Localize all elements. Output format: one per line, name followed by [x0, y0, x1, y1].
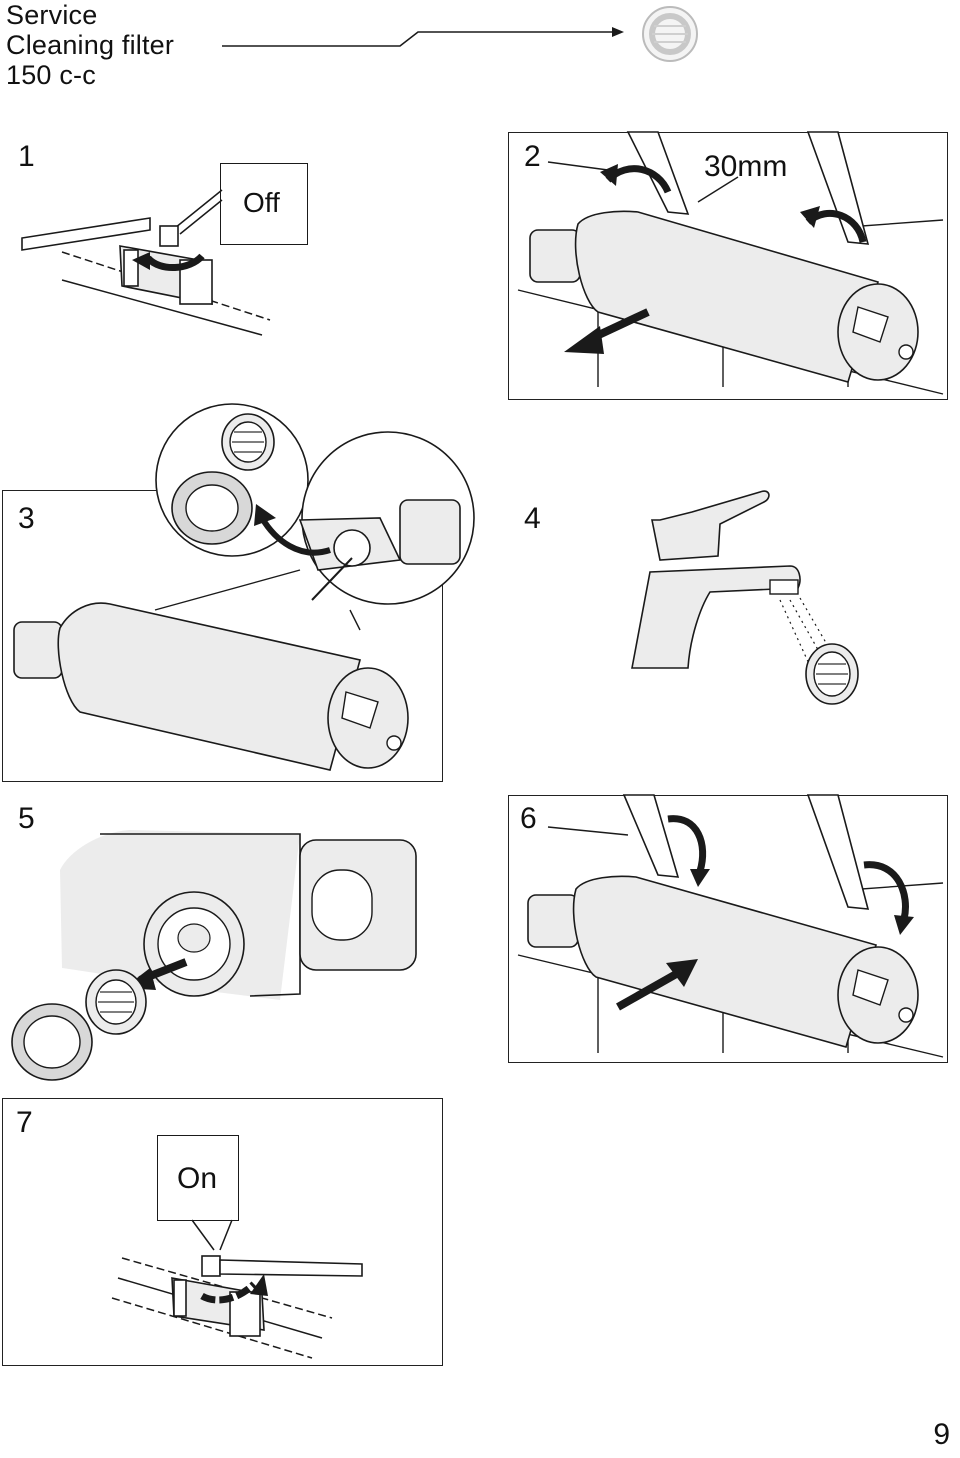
step-6-number: 6 [520, 802, 537, 835]
valve-icon [21, 189, 271, 336]
title-service: Service [6, 0, 98, 30]
step-4-number: 4 [524, 502, 541, 535]
step-7-number: 7 [16, 1106, 33, 1139]
step-3-illustration [13, 403, 475, 771]
faucet-icon [631, 490, 859, 705]
header-leader-line [222, 27, 624, 47]
step-2-frame [508, 132, 948, 400]
step-7-frame [2, 1098, 443, 1366]
title-cleaning-filter: Cleaning filter [6, 30, 175, 60]
step-7-callout-text: On [177, 1162, 218, 1195]
step-7-valve [111, 1219, 363, 1359]
step-6-illustration [517, 794, 944, 1058]
step-1-callout-text: Off [243, 187, 280, 218]
step-1-callout [220, 163, 308, 245]
title-size: 150 c-c [6, 60, 96, 90]
filter-icon [642, 6, 698, 62]
step-5-number: 5 [18, 802, 35, 835]
step-1-number: 1 [18, 140, 35, 173]
step-6-frame [508, 795, 948, 1063]
step-3-number: 3 [18, 502, 35, 535]
step-5-illustration [11, 830, 417, 1081]
page-number: 9 [933, 1418, 950, 1451]
step-2-callout-text: 30mm [704, 150, 788, 183]
step-2-number: 2 [524, 140, 541, 173]
step-7-callout [157, 1135, 239, 1221]
mixer-icon [517, 131, 944, 395]
